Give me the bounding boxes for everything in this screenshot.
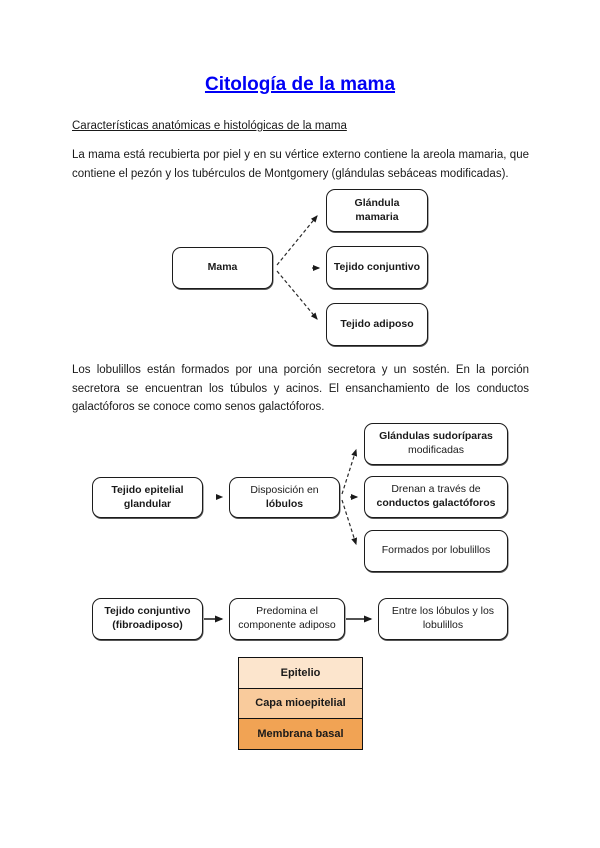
box-label-line2: (fibroadiposo): [112, 619, 183, 631]
box-label-line1: Disposición en: [250, 483, 319, 496]
layer-row-epitelio: Epitelio: [239, 658, 362, 689]
diagram2-box-disposicion-en-lobulos: Disposición en lóbulos: [229, 477, 340, 518]
diagram2-box-tejido-epitelial-glandular: Tejido epitelial glandular: [92, 477, 203, 518]
diagram2-box-formados-por-lobulillos: Formados por lobulillos: [364, 530, 508, 572]
box-label-line1: Drenan a través de: [391, 483, 481, 496]
layer-row-capa-mioepitelial: Capa mioepitelial: [239, 688, 362, 719]
box-label-line1: Tejido conjuntivo: [104, 605, 191, 618]
box-label: Mama: [207, 261, 238, 274]
arrow-disposicion-sudoriparas: [341, 448, 358, 495]
diagram1-box-mama: Mama: [172, 247, 273, 289]
box-label-line2: modificadas: [407, 444, 464, 456]
layers-table: Epitelio Capa mioepitelial Membrana basa…: [238, 657, 363, 750]
paragraph-lobulillos: Los lobulillos están formados por una po…: [72, 364, 529, 413]
box-label-line1: Glándulas sudoríparas: [379, 430, 493, 443]
box-label: Tejido conjuntivo: [333, 260, 421, 273]
diagram3-box-predomina-componente: Predomina el componente adiposo: [229, 598, 345, 640]
arrow-mama-adiposo: [276, 270, 318, 320]
box-label-line2: mamaria: [355, 210, 399, 223]
paragraph-anatomy: La mama está recubierta por piel y en su…: [72, 149, 529, 180]
box-label-line1: Tejido epitelial: [111, 483, 184, 496]
box-label-line1: Glándula: [354, 196, 400, 209]
layer-row-membrana-basal: Membrana basal: [239, 719, 362, 749]
diagram3-box-tejido-conjuntivo-fibroadiposo: Tejido conjuntivo (fibroadiposo): [92, 598, 203, 640]
section-heading: Características anatómicas e histológica…: [72, 120, 347, 132]
diagram1-box-tejido-conjuntivo: Tejido conjuntivo: [326, 246, 428, 289]
diagram1-box-tejido-adiposo: Tejido adiposo: [326, 303, 428, 346]
page-title: Citología de la mama: [204, 74, 396, 95]
box-label: Formados por lobulillos: [381, 544, 491, 557]
arrow-disposicion-formados: [341, 499, 358, 546]
box-label-line2: lobulillos: [422, 619, 464, 631]
box-label-line1: Predomina el: [256, 605, 318, 618]
diagram1-box-glandula-mamaria: Glándula mamaria: [326, 189, 428, 232]
diagram2-box-drenan-conductos: Drenan a través de conductos galactóforo…: [364, 476, 508, 518]
box-label-line2: lóbulos: [265, 497, 304, 510]
box-label-line2: componente adiposo: [238, 619, 336, 631]
box-label: Tejido adiposo: [340, 317, 414, 330]
diagram2-box-glandulas-sudoriparas: Glándulas sudoríparas modificadas: [364, 423, 508, 465]
box-label-line2: glandular: [123, 497, 172, 510]
diagram3-box-entre-lobulos: Entre los lóbulos y los lobulillos: [378, 598, 508, 640]
box-label-line2: conductos galactóforos: [376, 497, 496, 509]
box-label-line1: Entre los lóbulos y los: [391, 605, 495, 618]
arrow-mama-glandula: [276, 215, 318, 266]
